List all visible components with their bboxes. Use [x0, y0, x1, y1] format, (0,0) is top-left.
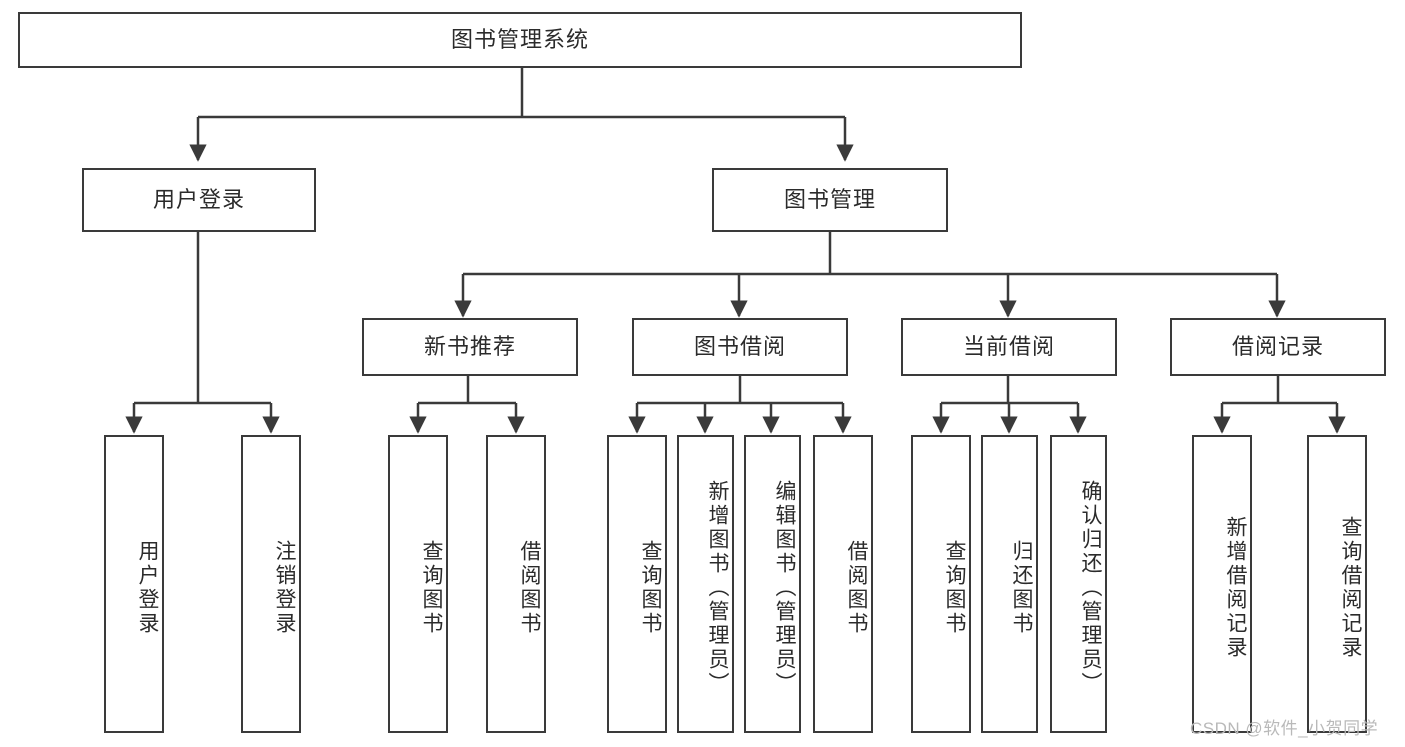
csdn-watermark: CSDN @软件_小贺同学 [1190, 719, 1379, 738]
leaf-borrow-record-add-label: 新增借阅记录 [1224, 516, 1247, 660]
node-book-management[interactable]: 图书管理 [712, 168, 948, 232]
node-current-borrow[interactable]: 当前借阅 [901, 318, 1117, 376]
leaf-current-borrow-query[interactable]: 查询图书 [911, 435, 971, 733]
node-borrow-record[interactable]: 借阅记录 [1170, 318, 1386, 376]
leaf-book-borrow-query-label: 查询图书 [639, 540, 662, 636]
leaf-new-book-borrow-label: 借阅图书 [518, 540, 541, 636]
node-borrow-record-label: 借阅记录 [1231, 333, 1324, 359]
node-book-borrow-label: 图书借阅 [693, 333, 786, 359]
leaf-current-borrow-query-label: 查询图书 [943, 540, 966, 636]
node-new-book-recommend-label: 新书推荐 [423, 333, 516, 359]
leaf-book-borrow-edit[interactable]: 编辑图书（管理员） [744, 435, 801, 733]
node-book-borrow[interactable]: 图书借阅 [632, 318, 848, 376]
leaf-book-borrow-edit-label: 编辑图书（管理员） [773, 480, 796, 696]
leaf-book-borrow-lend[interactable]: 借阅图书 [813, 435, 873, 733]
leaf-borrow-record-query-label: 查询借阅记录 [1339, 516, 1362, 660]
leaf-current-borrow-return[interactable]: 归还图书 [981, 435, 1038, 733]
leaf-current-borrow-return-label: 归还图书 [1010, 540, 1033, 636]
leaf-user-login-signout-label: 注销登录 [273, 540, 296, 636]
leaf-user-login-signin[interactable]: 用户登录 [104, 435, 164, 733]
leaf-current-borrow-confirm-label: 确认归还（管理员） [1079, 480, 1102, 696]
leaf-book-borrow-lend-label: 借阅图书 [845, 540, 868, 636]
node-root[interactable]: 图书管理系统 [18, 12, 1022, 68]
leaf-book-borrow-query[interactable]: 查询图书 [607, 435, 667, 733]
leaf-current-borrow-confirm[interactable]: 确认归还（管理员） [1050, 435, 1107, 733]
node-current-borrow-label: 当前借阅 [962, 333, 1055, 359]
node-book-management-label: 图书管理 [783, 186, 876, 212]
leaf-borrow-record-query[interactable]: 查询借阅记录 [1307, 435, 1367, 733]
node-new-book-recommend[interactable]: 新书推荐 [362, 318, 578, 376]
leaf-user-login-signin-label: 用户登录 [136, 540, 159, 636]
leaf-book-borrow-add-label: 新增图书（管理员） [706, 480, 729, 696]
leaf-new-book-borrow[interactable]: 借阅图书 [486, 435, 546, 733]
leaf-borrow-record-add[interactable]: 新增借阅记录 [1192, 435, 1252, 733]
leaf-user-login-signout[interactable]: 注销登录 [241, 435, 301, 733]
leaf-new-book-query[interactable]: 查询图书 [388, 435, 448, 733]
node-root-label: 图书管理系统 [450, 26, 589, 52]
node-user-login[interactable]: 用户登录 [82, 168, 316, 232]
node-user-login-label: 用户登录 [152, 186, 245, 212]
leaf-new-book-query-label: 查询图书 [420, 540, 443, 636]
leaf-book-borrow-add[interactable]: 新增图书（管理员） [677, 435, 734, 733]
